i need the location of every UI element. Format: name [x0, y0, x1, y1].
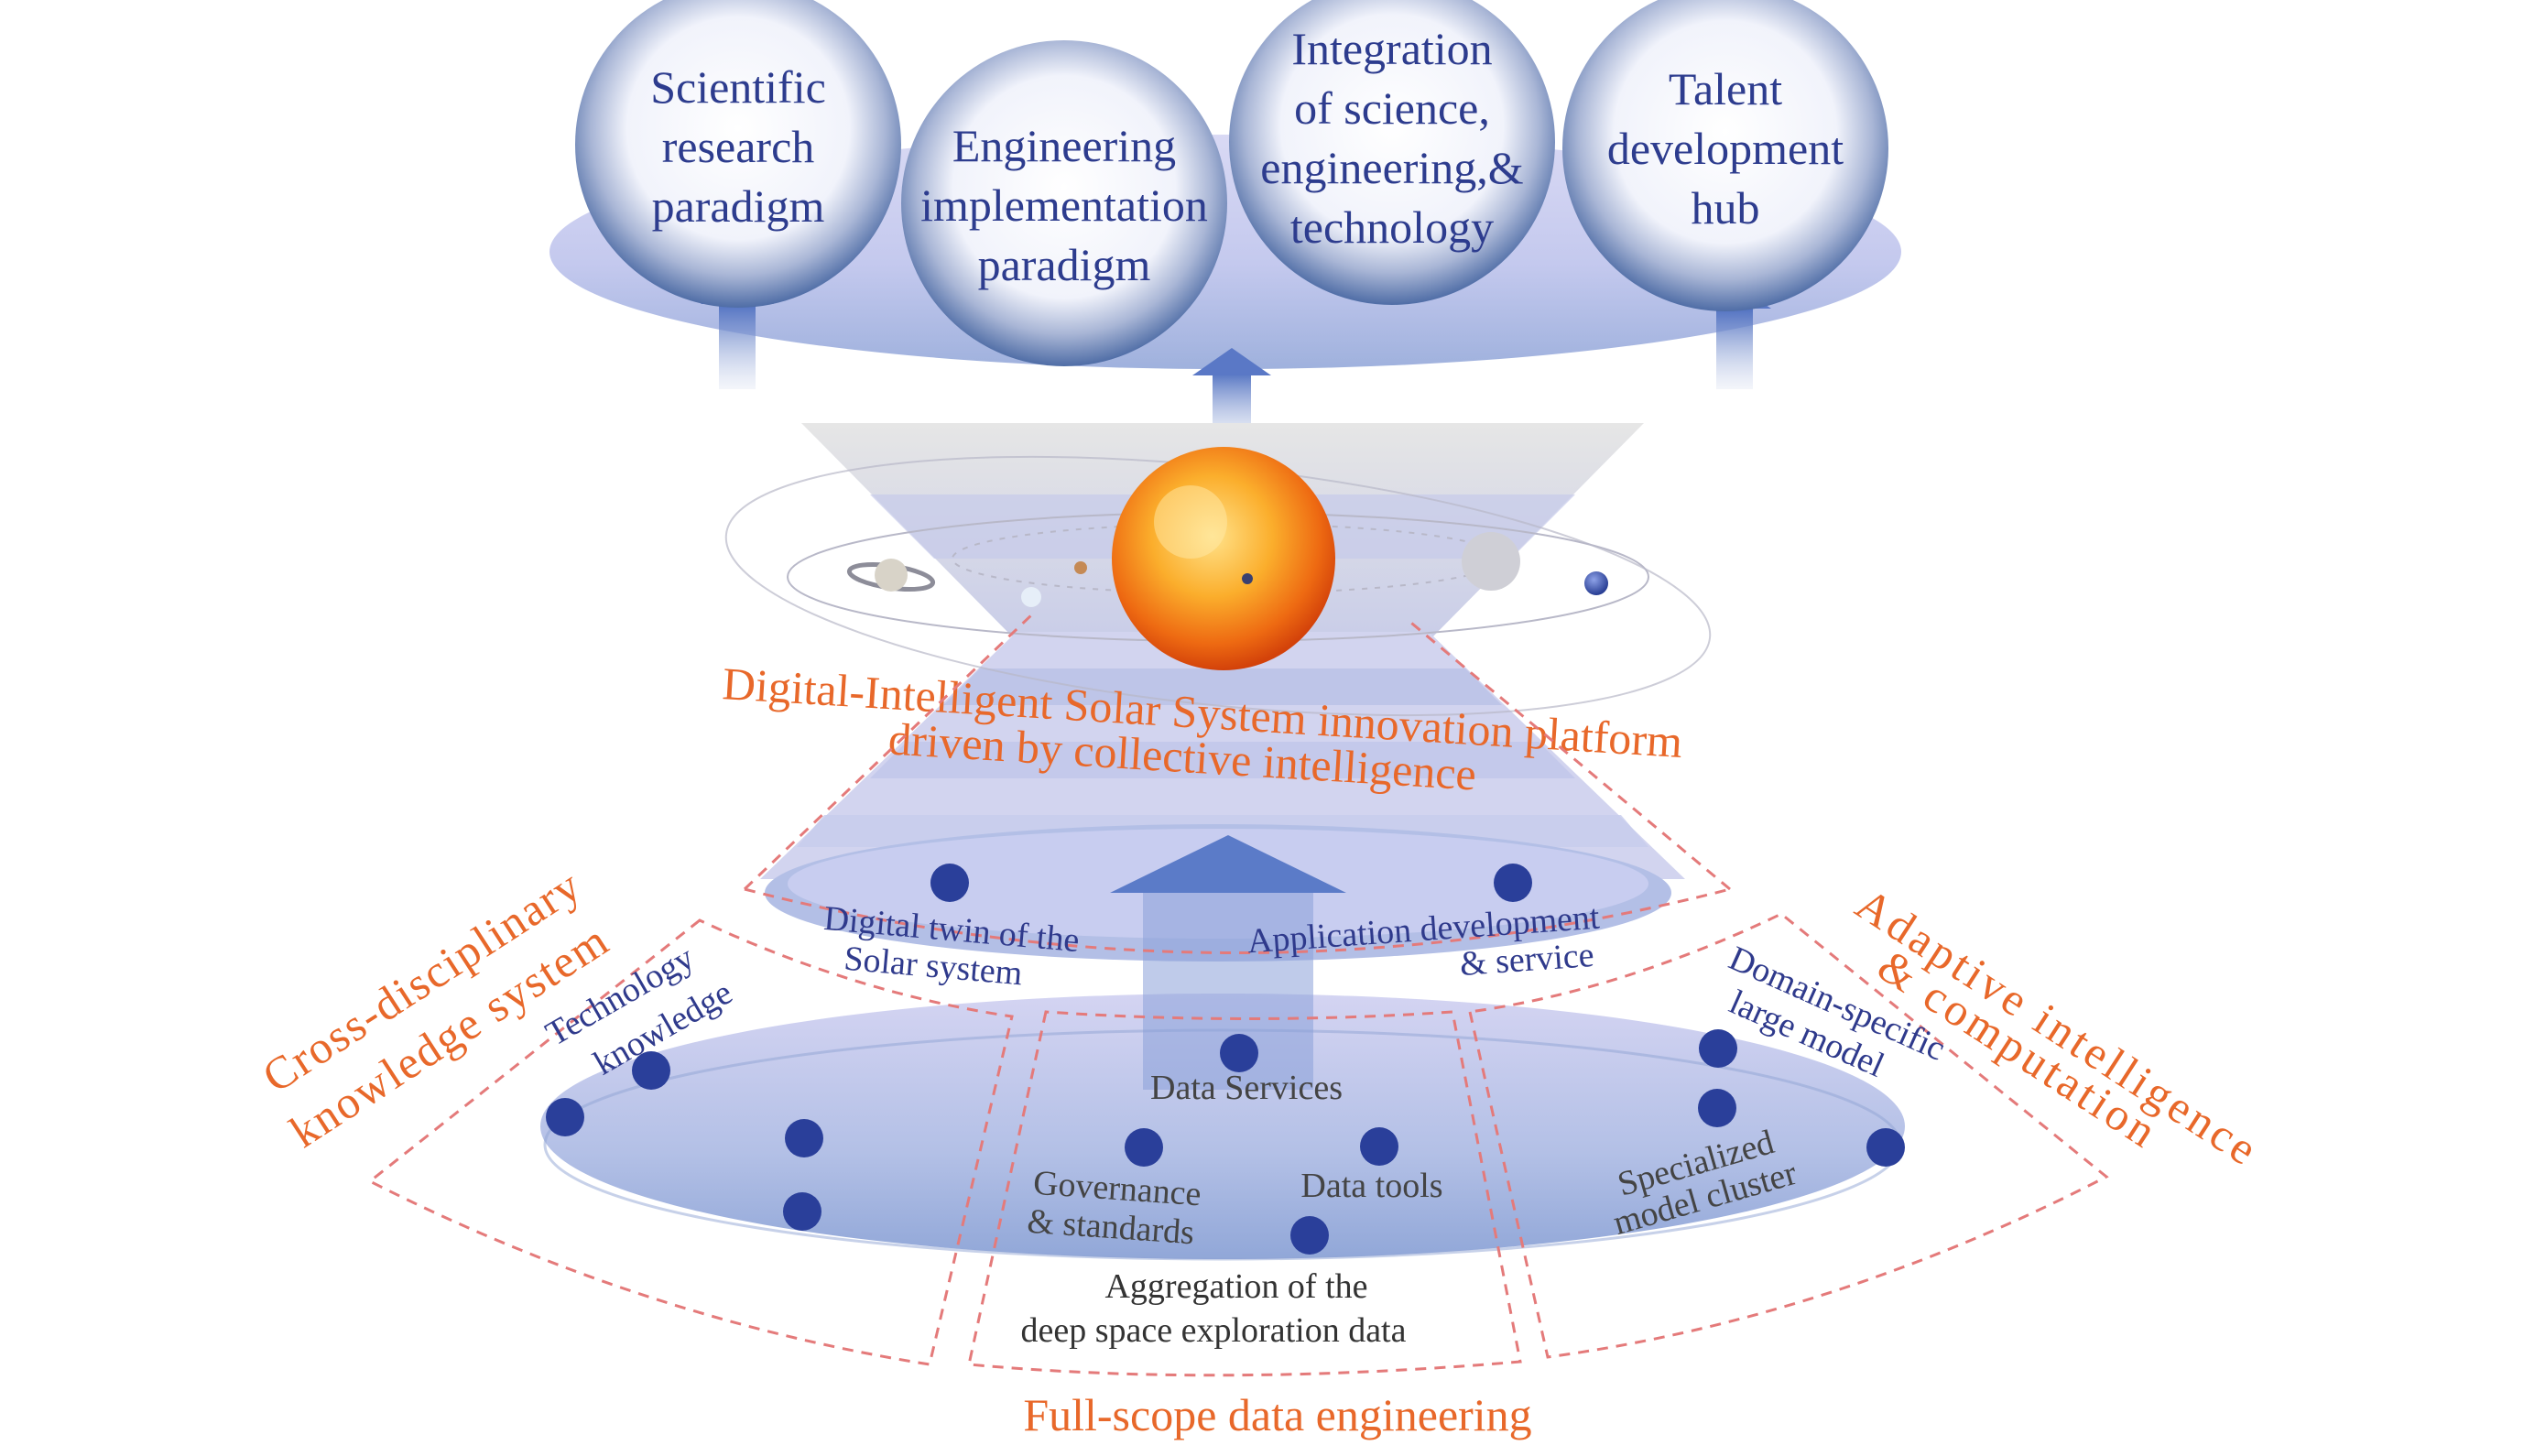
node-dot	[785, 1119, 823, 1157]
bubble-text-line: of science,	[1294, 82, 1490, 134]
bottom-pillar-title: Full-scope data engineering	[1023, 1389, 1531, 1440]
outcome-bubbles: Scientific research paradigm Engineering…	[575, 0, 1888, 366]
bubble-engineering-implementation: Engineering implementation paradigm	[901, 40, 1227, 366]
bubble-text-line: Engineering	[952, 120, 1176, 171]
bubble-text-line: research	[662, 121, 815, 172]
bubble-text-line: paradigm	[978, 239, 1151, 290]
bubble-text-line: Integration	[1291, 23, 1492, 74]
base-disc	[540, 994, 1905, 1259]
bubble-integration: Integration of science, engineering,& te…	[1229, 0, 1555, 305]
node-dot	[632, 1051, 670, 1090]
bubble-scientific-research: Scientific research paradigm	[575, 0, 901, 308]
mars-planet	[1074, 561, 1087, 574]
bubble-text-line: hub	[1692, 182, 1760, 234]
node-dot	[783, 1192, 821, 1231]
bubble-text-line: paradigm	[652, 180, 825, 232]
bubble-text-line: Talent	[1669, 63, 1782, 114]
dashed-sectors	[367, 612, 2109, 1377]
earth-planet	[1021, 587, 1041, 607]
bubble-text-line: development	[1607, 123, 1844, 174]
aggregation-label-line: Aggregation of the	[1104, 1267, 1367, 1306]
jupiter-planet	[1462, 532, 1520, 591]
node-dot	[1290, 1216, 1329, 1255]
data-tools-label: Data tools	[1300, 1167, 1442, 1205]
neptune-planet	[1584, 571, 1608, 595]
platform-right-label-line: & service	[1459, 936, 1595, 983]
node-dot	[1360, 1127, 1398, 1166]
node-dot	[1699, 1029, 1737, 1068]
bubble-text-line: technology	[1290, 201, 1494, 253]
node-dot	[1125, 1128, 1163, 1167]
node-dot	[1866, 1128, 1905, 1167]
node-dot	[546, 1098, 584, 1136]
sun-glare	[1154, 485, 1227, 559]
central-up-arrow	[1110, 835, 1346, 1090]
saturn-planet	[846, 559, 936, 592]
bubble-text-line: engineering,&	[1260, 142, 1523, 193]
node-dot	[1220, 1034, 1258, 1072]
data-services-label: Data Services	[1150, 1069, 1343, 1107]
node-dot	[930, 864, 969, 902]
aggregation-label-line: deep space exploration data	[1021, 1311, 1407, 1350]
sun	[1112, 447, 1335, 670]
mercury-planet	[1242, 573, 1253, 584]
bubble-text-line: Scientific	[650, 61, 826, 113]
bubble-text-line: implementation	[920, 179, 1208, 231]
base-node-dots	[546, 1029, 1905, 1255]
node-dot	[1698, 1089, 1736, 1127]
bubble-talent-development: Talent development hub	[1562, 0, 1888, 311]
node-dot	[1494, 864, 1532, 902]
